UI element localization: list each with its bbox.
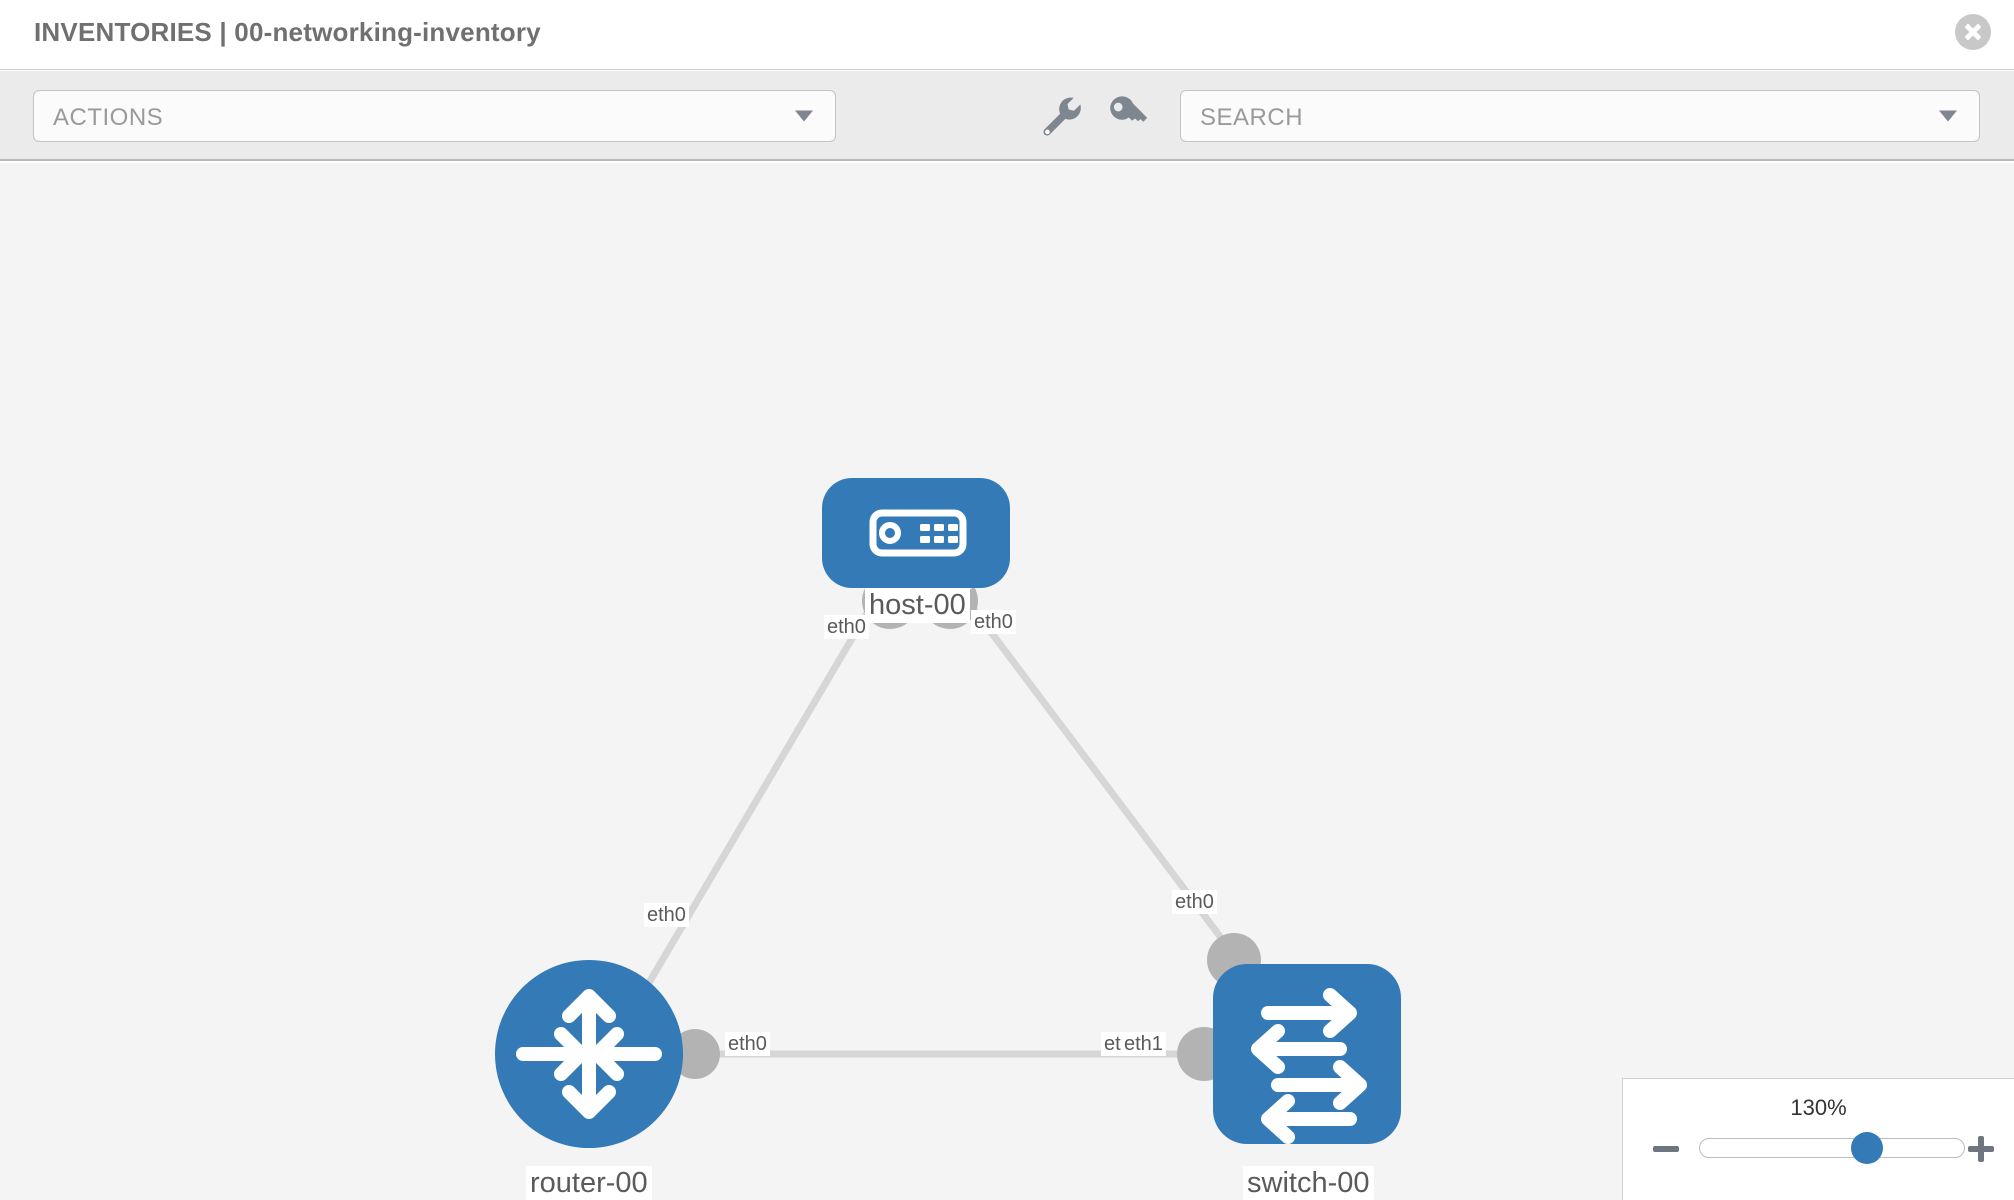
zoom-control: 130%	[1622, 1078, 2014, 1200]
node-label-router-00: router-00	[526, 1166, 652, 1200]
node-host-00[interactable]	[822, 478, 1010, 588]
toolbar: ACTIONS SEARCH	[0, 71, 2014, 161]
edge-label-interface: eth0	[971, 610, 1016, 634]
topology-graph	[495, 478, 1401, 1148]
page-title: INVENTORIES | 00-networking-inventory	[34, 17, 541, 47]
minus-icon[interactable]	[1651, 1134, 1681, 1164]
server-icon-leds	[920, 524, 958, 543]
switch-arrows-icon	[1251, 988, 1367, 1144]
edge-label-interface: eth0	[644, 903, 689, 927]
plus-icon[interactable]	[1966, 1134, 1996, 1164]
node-label-host-00: host-00	[865, 588, 970, 623]
edge-host00-router00	[636, 589, 884, 1000]
zoom-level-label: 130%	[1790, 1095, 1847, 1120]
key-icon[interactable]	[1103, 91, 1153, 141]
actions-dropdown-label: ACTIONS	[53, 104, 164, 131]
edge-label-interface: eth1	[1121, 1032, 1166, 1056]
node-label-switch-00: switch-00	[1243, 1166, 1374, 1200]
plus-icon-stroke	[1978, 1136, 1984, 1162]
connector-stubs	[670, 587, 1261, 1081]
search-placeholder: SEARCH	[1200, 104, 1304, 131]
edge-label-interface: eth0	[824, 615, 869, 639]
chevron-down-icon[interactable]	[1939, 110, 1957, 122]
edge-label-interface: eth0	[725, 1032, 770, 1056]
actions-dropdown[interactable]: ACTIONS	[33, 90, 836, 142]
edge-label-interface: eth0	[1172, 890, 1217, 914]
minus-icon-stroke	[1653, 1146, 1679, 1152]
wrench-icon[interactable]	[1037, 91, 1087, 141]
zoom-slider-handle[interactable]	[1851, 1132, 1883, 1164]
node-router-00[interactable]	[495, 960, 683, 1148]
connector-stub-router-right	[670, 1029, 720, 1079]
zoom-slider[interactable]	[1699, 1132, 1965, 1164]
router-arrows-icon	[516, 989, 662, 1119]
topology-canvas[interactable]: host-00 router-00 switch-00 eth0 eth0 et…	[0, 163, 2014, 1200]
search-input[interactable]: SEARCH	[1180, 90, 1980, 142]
close-icon[interactable]	[1955, 14, 1991, 50]
chevron-down-icon	[795, 110, 813, 122]
page-header: INVENTORIES | 00-networking-inventory	[0, 0, 2014, 70]
server-icon	[869, 509, 967, 557]
node-switch-00[interactable]	[1213, 964, 1401, 1144]
